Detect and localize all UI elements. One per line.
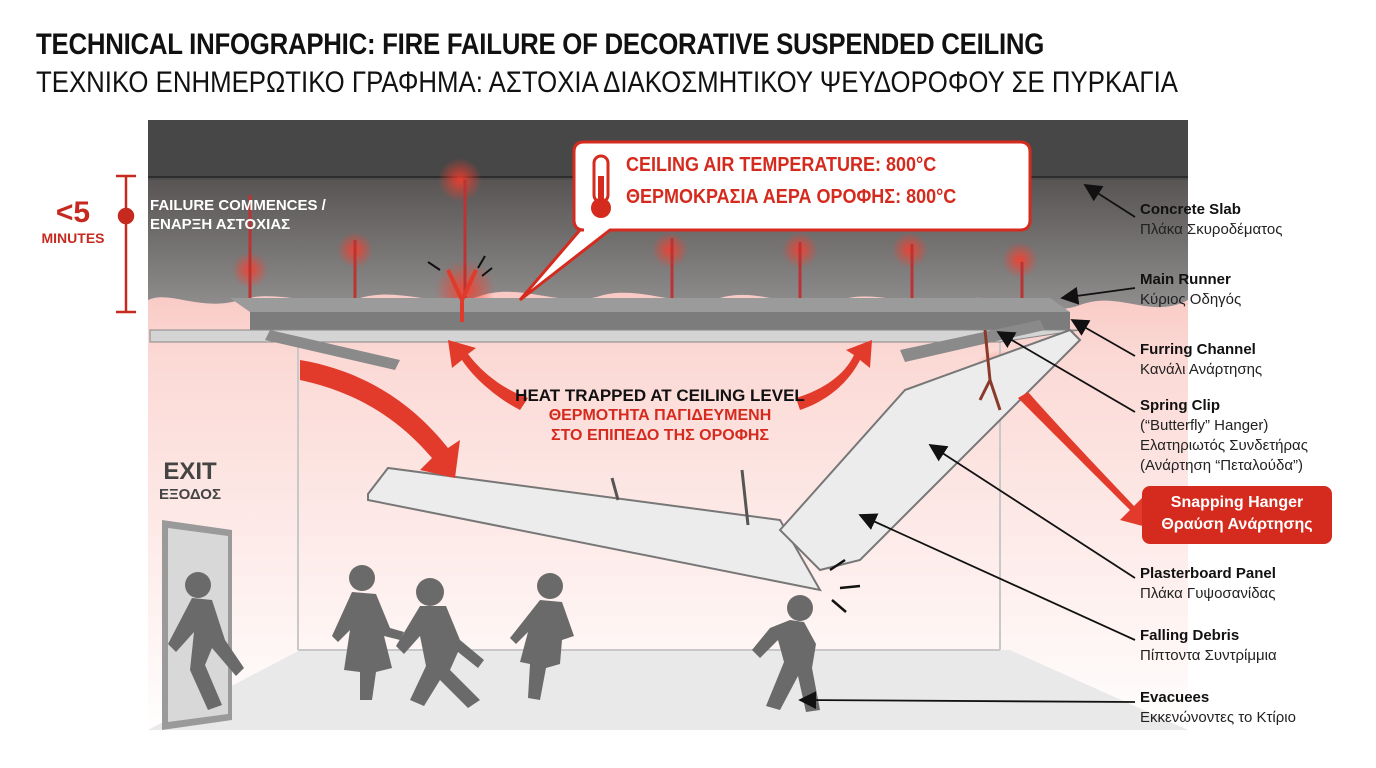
- label-spring-clip-en: Spring Clip: [1140, 397, 1220, 414]
- temperature-greek: ΘΕΡΜΟΚΡΑΣΙΑ ΑΕΡΑ ΟΡΟΦΗΣ: 800°C: [626, 186, 957, 208]
- panel-hook-1: [610, 477, 620, 501]
- label-concrete-slab-el: Πλάκα Σκυροδέματος: [1140, 221, 1283, 238]
- label-falling-debris-el: Πίπτοντα Συντρίμμια: [1140, 647, 1277, 664]
- evacuee-4: [510, 573, 574, 700]
- failure-commences: FAILURE COMMENCES / ΕΝΑΡΞΗ ΑΣΤΟΧΙΑΣ: [150, 196, 326, 234]
- label-concrete-slab-en: Concrete Slab: [1140, 201, 1241, 218]
- label-main-runner-el: Κύριος Οδηγός: [1140, 291, 1242, 308]
- label-spring-clip: Spring Clip (“Butterfly” Hanger) Ελατηρι…: [1140, 396, 1308, 476]
- heat-arrows: [300, 340, 1150, 528]
- temperature-callout-bubble: [518, 140, 1032, 302]
- label-main-runner: Main Runner Κύριος Οδηγός: [1140, 270, 1241, 310]
- failure-time-unit: MINUTES: [41, 230, 105, 246]
- plasterboard-panel-falling: [367, 466, 822, 592]
- evacuee-2: [332, 565, 404, 700]
- panel-hook-2: [740, 469, 750, 526]
- exit-sign: EXIT ΕΞΟΔΟΣ: [150, 458, 230, 503]
- thermometer-icon: [591, 154, 611, 218]
- label-furring-channel-el: Κανάλι Ανάρτησης: [1140, 361, 1263, 378]
- evacuee-1: [168, 572, 244, 710]
- failure-time: <5 MINUTES: [28, 196, 118, 246]
- label-spring-clip-el: Ελατηριωτός Συνδετήρας: [1140, 437, 1308, 454]
- temperature-english: CEILING AIR TEMPERATURE: 800°C: [626, 154, 937, 176]
- failure-english: FAILURE COMMENCES /: [150, 197, 326, 214]
- title-greek: ΤΕΧΝΙΚΟ ΕΝΗΜΕΡΩΤΙΚΟ ΓΡΑΦΗΜΑ: ΑΣΤΟΧΙΑ ΔΙΑ…: [36, 66, 1178, 99]
- label-furring-channel: Furring Channel Κανάλι Ανάρτησης: [1140, 340, 1262, 380]
- heat-trapped-label: HEAT TRAPPED AT CEILING LEVEL ΘΕΡΜΟΤΗΤΑ …: [470, 386, 850, 446]
- furring-channel-left: [265, 330, 400, 370]
- failure-time-value: <5: [55, 196, 91, 229]
- floor: [148, 650, 1188, 730]
- leader-lines: [798, 184, 1136, 710]
- debris-spark: [829, 558, 861, 613]
- label-evacuees-en: Evacuees: [1140, 689, 1210, 706]
- label-falling-debris: Falling Debris Πίπτοντα Συντρίμμια: [1140, 626, 1277, 666]
- label-concrete-slab: Concrete Slab Πλάκα Σκυροδέματος: [1140, 200, 1282, 240]
- evacuee-5: [752, 595, 820, 712]
- evacuee-3: [396, 578, 484, 708]
- label-main-runner-en: Main Runner: [1140, 271, 1231, 288]
- label-plasterboard-panel-en: Plasterboard Panel: [1140, 565, 1276, 582]
- heat-greek-1: ΘΕΡΜΟΤΗΤΑ ΠΑΓΙΔΕΥΜΕΝΗ: [548, 407, 772, 424]
- label-falling-debris-en: Falling Debris: [1140, 627, 1240, 644]
- butterfly-clip: [446, 269, 478, 322]
- main-runner: [149, 298, 1081, 343]
- snapping-hanger-en: Snapping Hanger: [1170, 494, 1304, 511]
- heat-greek-2: ΣΤΟ ΕΠΙΠΕΔΟ ΤΗΣ ΟΡΟΦΗΣ: [550, 427, 770, 444]
- evacuees: [168, 565, 820, 712]
- exit-english: EXIT: [163, 458, 217, 485]
- title-english: TECHNICAL INFOGRAPHIC: FIRE FAILURE OF D…: [36, 28, 1045, 61]
- label-plasterboard-panel: Plasterboard Panel Πλάκα Γυψοσανίδας: [1140, 564, 1276, 604]
- timeline-bracket: [116, 174, 136, 314]
- heat-english: HEAT TRAPPED AT CEILING LEVEL: [515, 386, 805, 405]
- snap-spark-top: [427, 255, 493, 277]
- label-spring-clip-en2: (“Butterfly” Hanger): [1140, 417, 1269, 434]
- temperature-callout: CEILING AIR TEMPERATURE: 800°C ΘΕΡΜΟΚΡΑΣ…: [578, 140, 1024, 230]
- label-plasterboard-panel-el: Πλάκα Γυψοσανίδας: [1140, 585, 1276, 602]
- label-evacuees: Evacuees Εκκενώνοντες το Κτίριο: [1140, 688, 1296, 728]
- label-spring-clip-el2: (Ανάρτηση “Πεταλούδα”): [1140, 457, 1303, 474]
- furring-channel-right: [900, 320, 1045, 362]
- label-evacuees-el: Εκκενώνοντες το Κτίριο: [1140, 709, 1296, 726]
- exit-greek: ΕΞΟΔΟΣ: [159, 486, 221, 503]
- label-furring-channel-en: Furring Channel: [1140, 341, 1256, 358]
- snapping-hanger-el: Θραύση Ανάρτησης: [1161, 516, 1313, 533]
- snapping-hanger-wire: [978, 329, 1002, 411]
- failure-greek: ΕΝΑΡΞΗ ΑΣΤΟΧΙΑΣ: [150, 216, 291, 233]
- snapping-hanger-badge: Snapping Hanger Θραύση Ανάρτησης: [1142, 486, 1332, 544]
